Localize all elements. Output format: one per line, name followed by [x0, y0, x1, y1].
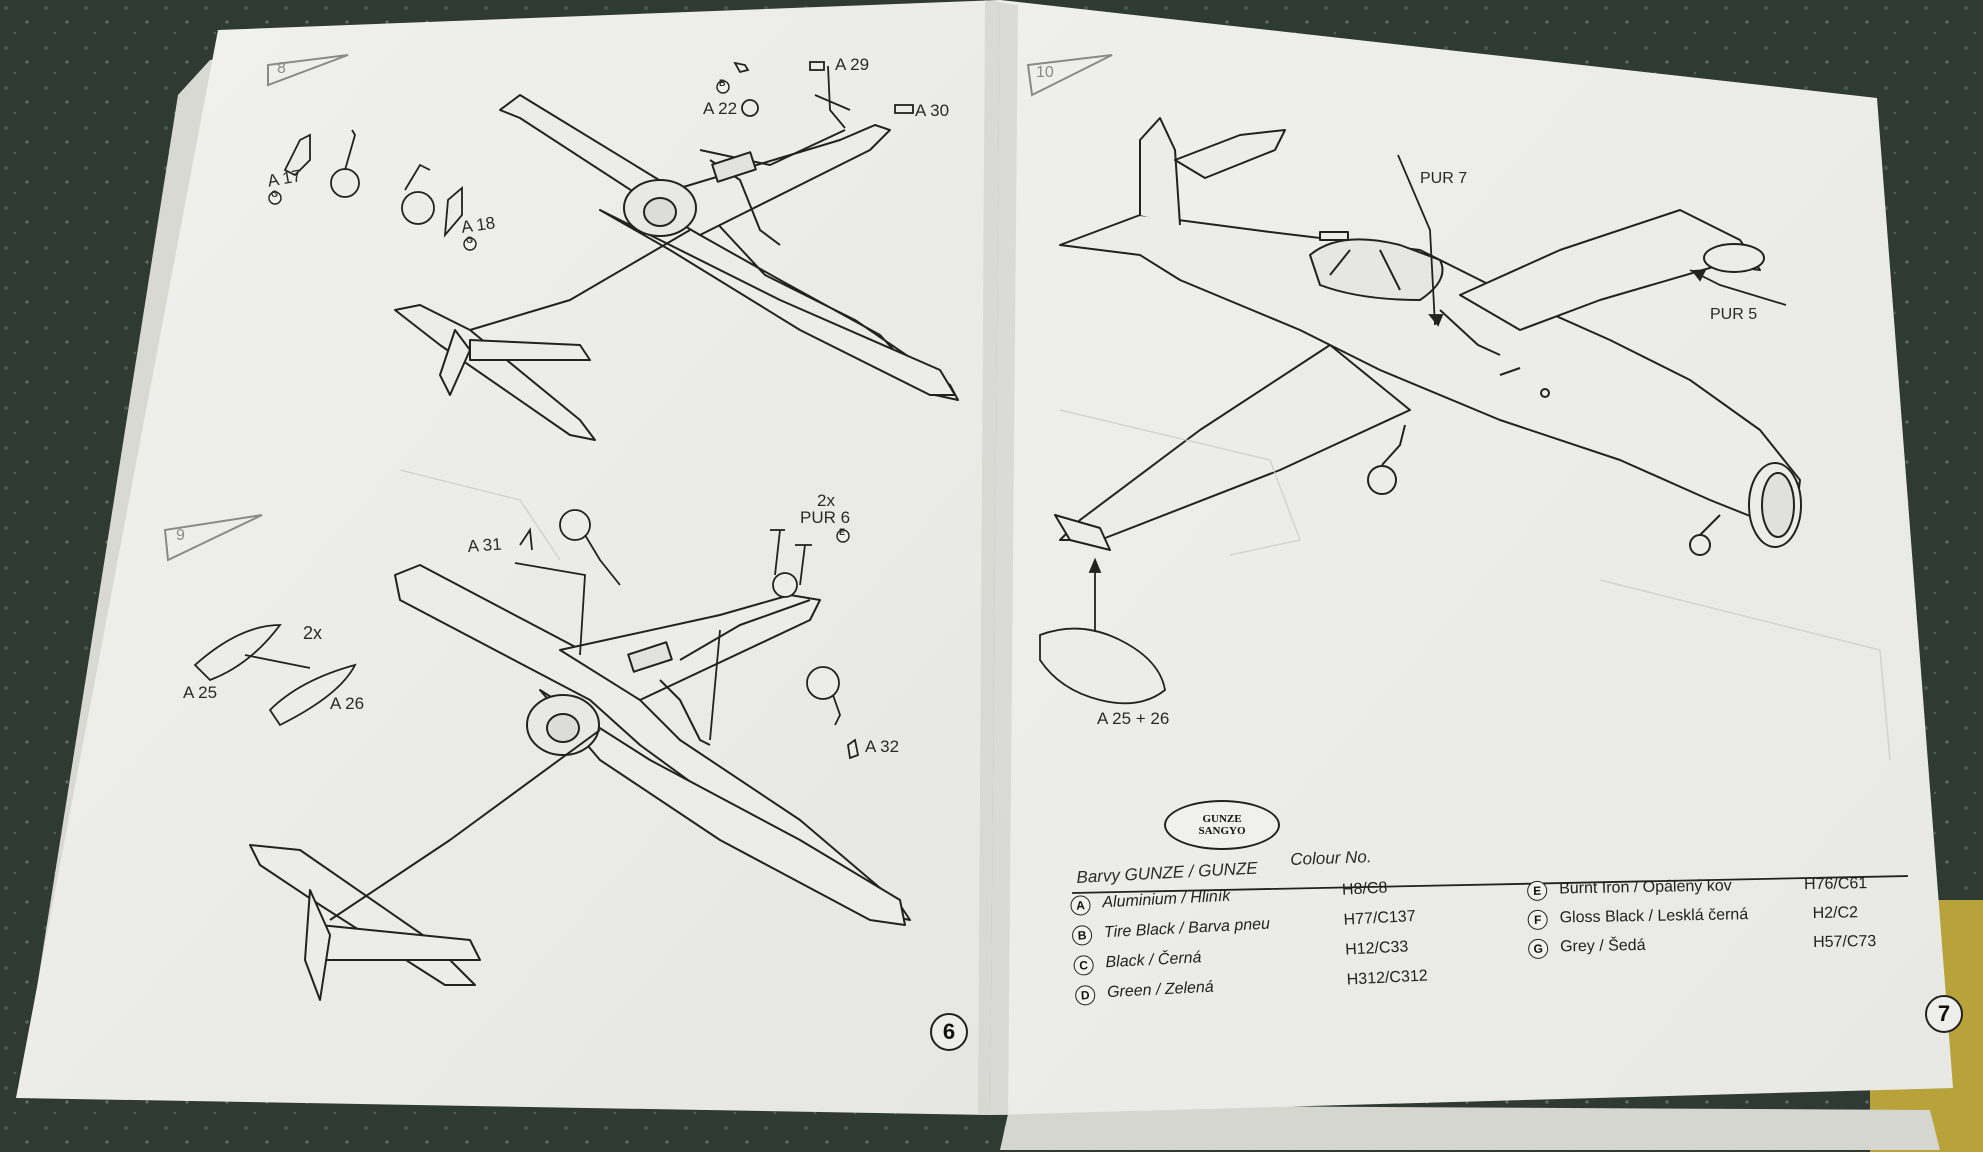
step-9-flag: [163, 514, 263, 562]
paint-name: Gloss Black / Lesklá černá: [1559, 906, 1749, 927]
paint-table-rule: [1071, 875, 1909, 894]
step-9-number: 9: [176, 527, 185, 544]
paint-code: H12/C33: [1344, 938, 1409, 959]
logo-line-2: SANGYO: [1198, 825, 1246, 837]
landing-gear-parts-step8: [283, 61, 914, 238]
page-number-right: 7: [1925, 995, 1963, 1033]
paint-code: H57/C73: [1812, 932, 1877, 952]
paint-letter-e: E: [839, 527, 846, 537]
aircraft-step10: [1054, 117, 1802, 556]
callout-a30: A 30: [915, 101, 950, 120]
callout-a32: A 32: [865, 737, 900, 756]
paint-code: H76/C61: [1803, 875, 1868, 894]
step-10-number: 10: [1036, 64, 1054, 81]
paint-table-colour-header: Colour No.: [1290, 847, 1372, 869]
paint-letter-g: G: [466, 235, 474, 245]
paint-code: H2/C2: [1812, 904, 1859, 923]
pointers-step10: [1039, 154, 1787, 705]
step-8-number: 8: [277, 60, 286, 77]
callout-a22: A 22: [703, 99, 738, 118]
callout-qty-2x: 2x: [817, 491, 835, 510]
paint-letter-b: B: [719, 78, 726, 88]
paint-code: H8/C8: [1341, 879, 1388, 899]
right-page: [990, 0, 1953, 1115]
paint-name: Grey / Šedá: [1560, 936, 1646, 956]
page-number-left: 6: [930, 1013, 968, 1051]
step-8-flag: [267, 54, 349, 87]
callout-a25-26: A 25 + 26: [1097, 709, 1170, 728]
paint-markers: [268, 80, 850, 543]
callout-a26: A 26: [330, 694, 365, 713]
logo-line-1: GUNZE: [1202, 813, 1242, 825]
paint-code: H77/C137: [1343, 907, 1417, 929]
callout-pur7: PUR 7: [1420, 170, 1468, 187]
callout-a29: A 29: [835, 55, 870, 74]
callout-pur5: PUR 5: [1710, 306, 1758, 323]
callout-pur6: PUR 6: [800, 508, 851, 527]
paint-name: Burnt Iron / Opálený kov: [1558, 877, 1732, 898]
parts-step9: [193, 509, 860, 760]
callout-qty-2x: 2x: [303, 623, 323, 643]
aircraft-step8: [394, 94, 959, 441]
paint-letter-g: G: [271, 189, 279, 199]
gunze-sangyo-logo: GUNZE SANGYO: [1164, 800, 1280, 850]
aircraft-step9: [249, 564, 911, 1001]
callout-a25: A 25: [183, 683, 218, 702]
callout-a31: A 31: [467, 534, 503, 556]
step-10-flag: [1026, 54, 1113, 97]
